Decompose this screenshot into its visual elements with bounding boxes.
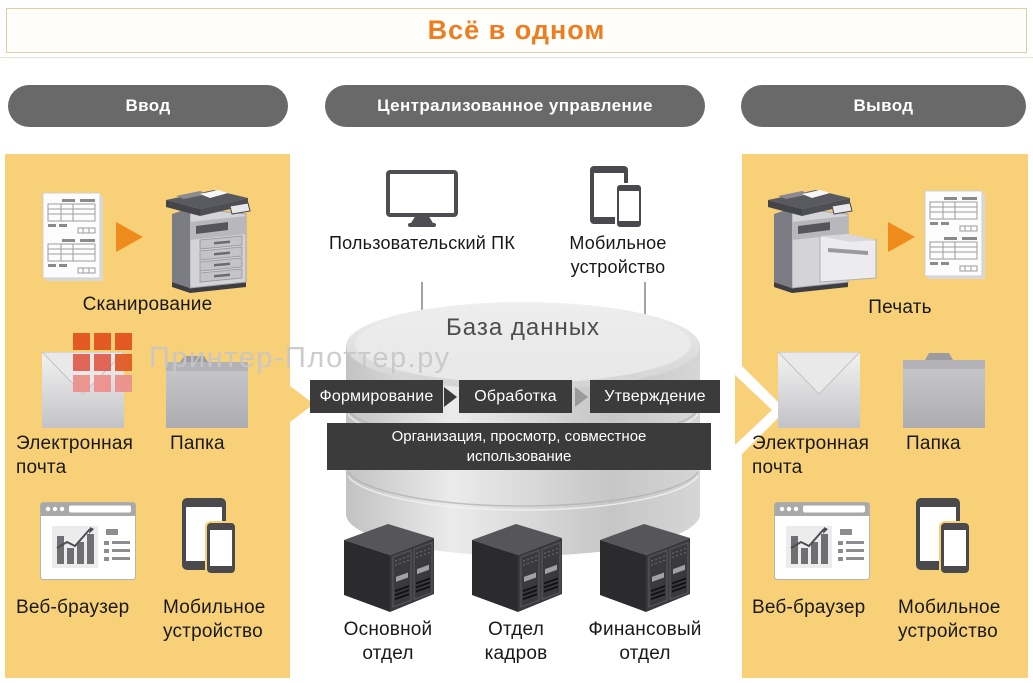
- scan-arrow-icon: [116, 222, 143, 252]
- step-formation: Формирование: [310, 380, 443, 413]
- mobile-devices-center-icon: [590, 166, 643, 229]
- divider-line: [0, 57, 1033, 58]
- mobile-output-label: Мобильное устройство: [898, 597, 1001, 642]
- email-label: Электронная почта: [16, 433, 134, 478]
- folder-icon: [166, 356, 248, 428]
- step-organization: Организация, просмотр, совместное исполь…: [327, 423, 711, 470]
- folder-label: Папка: [170, 433, 225, 454]
- mobile-center-label: Мобильное устройство: [569, 233, 667, 277]
- desktop-pc-icon: [386, 170, 458, 227]
- folder-output-label: Папка: [906, 433, 961, 454]
- connector-line: [644, 282, 646, 316]
- page-title: Всё в одном: [427, 15, 606, 45]
- header-management: Централизованное управление: [325, 85, 705, 127]
- server-main-icon: [344, 524, 434, 612]
- title-box: Всё в одном: [6, 8, 1027, 53]
- header-input: Ввод: [8, 85, 288, 127]
- document-icon: [42, 192, 103, 281]
- header-output: Вывод: [741, 85, 1026, 127]
- header-output-label: Вывод: [853, 96, 914, 115]
- pc-label: Пользовательский ПК: [328, 233, 515, 253]
- connector-line: [421, 282, 423, 316]
- step-processing: Обработка: [459, 380, 572, 413]
- server-hr-label: Отдел кадров: [484, 619, 548, 664]
- scan-label: Сканирование: [82, 294, 213, 315]
- web-browser-output-icon: [774, 502, 870, 580]
- mobile-label: Мобильное устройство: [163, 597, 266, 642]
- output-printer-icon: [768, 190, 877, 293]
- browser-output-label: Веб-браузер: [752, 597, 866, 618]
- server-finance-icon: [600, 524, 690, 612]
- server-finance-label: Финансовый отдел: [588, 619, 702, 664]
- mobile-devices-icon: [182, 498, 237, 575]
- step-arrow-icon: [575, 387, 588, 407]
- mfp-printer-icon: [166, 190, 251, 293]
- step-arrow-icon: [444, 387, 457, 407]
- email-output-label: Электронная почта: [752, 433, 870, 478]
- folder-output-icon: [903, 353, 985, 428]
- email-icon: [42, 352, 124, 428]
- web-browser-icon: [40, 502, 136, 580]
- print-arrow-icon: [888, 222, 915, 252]
- print-label: Печать: [868, 297, 932, 318]
- step-approval: Утверждение: [590, 380, 720, 413]
- header-management-label: Централизованное управление: [377, 96, 653, 115]
- browser-label: Веб-браузер: [16, 597, 130, 618]
- mobile-devices-output-icon: [916, 498, 971, 575]
- printed-document-icon: [924, 190, 985, 279]
- email-output-icon: [778, 352, 860, 428]
- server-main-label: Основной отдел: [343, 619, 433, 664]
- server-hr-icon: [472, 524, 562, 612]
- flow-arrow-into-output-icon: [735, 366, 786, 454]
- header-input-label: Ввод: [125, 96, 171, 115]
- database-label: База данных: [446, 314, 600, 341]
